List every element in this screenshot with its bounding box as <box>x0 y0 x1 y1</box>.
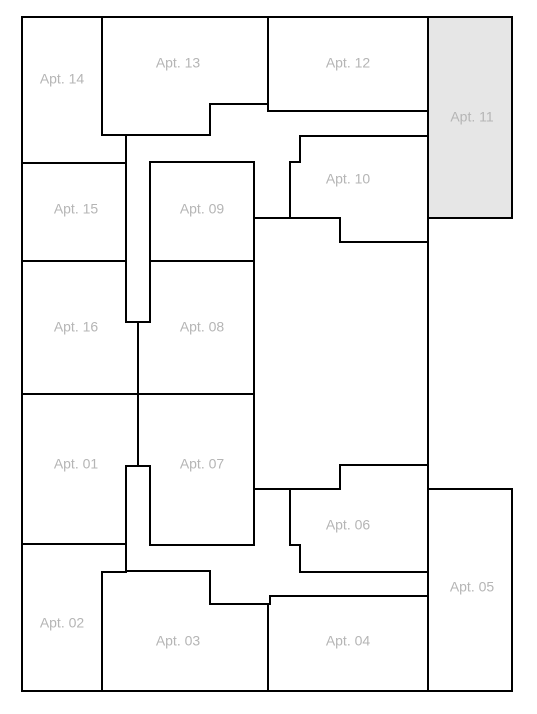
apt-10-wall-bottom <box>289 217 429 243</box>
apt-10-label: Apt. 10 <box>326 171 371 187</box>
apt-04-label: Apt. 04 <box>326 633 371 649</box>
apt-06-wall-bottom <box>289 488 429 573</box>
apt-05-wall <box>427 488 513 692</box>
apt-05-label: Apt. 05 <box>450 579 495 595</box>
apt-11-highlight <box>428 17 512 218</box>
apt-09-label: Apt. 09 <box>180 201 225 217</box>
apt-14-label: Apt. 14 <box>40 71 85 87</box>
apt-06-wall-top <box>289 464 429 490</box>
apt-12-label: Apt. 12 <box>326 55 371 71</box>
apt-07-label: Apt. 07 <box>180 456 225 472</box>
building-outer-wall-left <box>21 16 429 692</box>
apt-10-wall-top <box>289 135 429 219</box>
apt-08-label: Apt. 08 <box>180 319 225 335</box>
apt-16-label: Apt. 16 <box>54 319 99 335</box>
wall-02-03 <box>101 571 127 692</box>
apt-12-wall <box>267 103 429 112</box>
apt-06-label: Apt. 06 <box>326 517 371 533</box>
apt-11-label: Apt. 11 <box>450 109 494 125</box>
apt-03-label: Apt. 03 <box>156 633 201 649</box>
apt-02-label: Apt. 02 <box>40 615 85 631</box>
corridor-lower-wall <box>125 465 291 546</box>
apt-13-wall <box>101 16 269 136</box>
corridor-upper-wall <box>125 134 291 323</box>
apt-13-label: Apt. 13 <box>156 55 201 71</box>
corridor-lower-south-wall <box>125 465 429 605</box>
apt-15-label: Apt. 15 <box>54 201 99 217</box>
apt-11-wall <box>427 16 513 219</box>
apt-01-label: Apt. 01 <box>54 456 99 472</box>
